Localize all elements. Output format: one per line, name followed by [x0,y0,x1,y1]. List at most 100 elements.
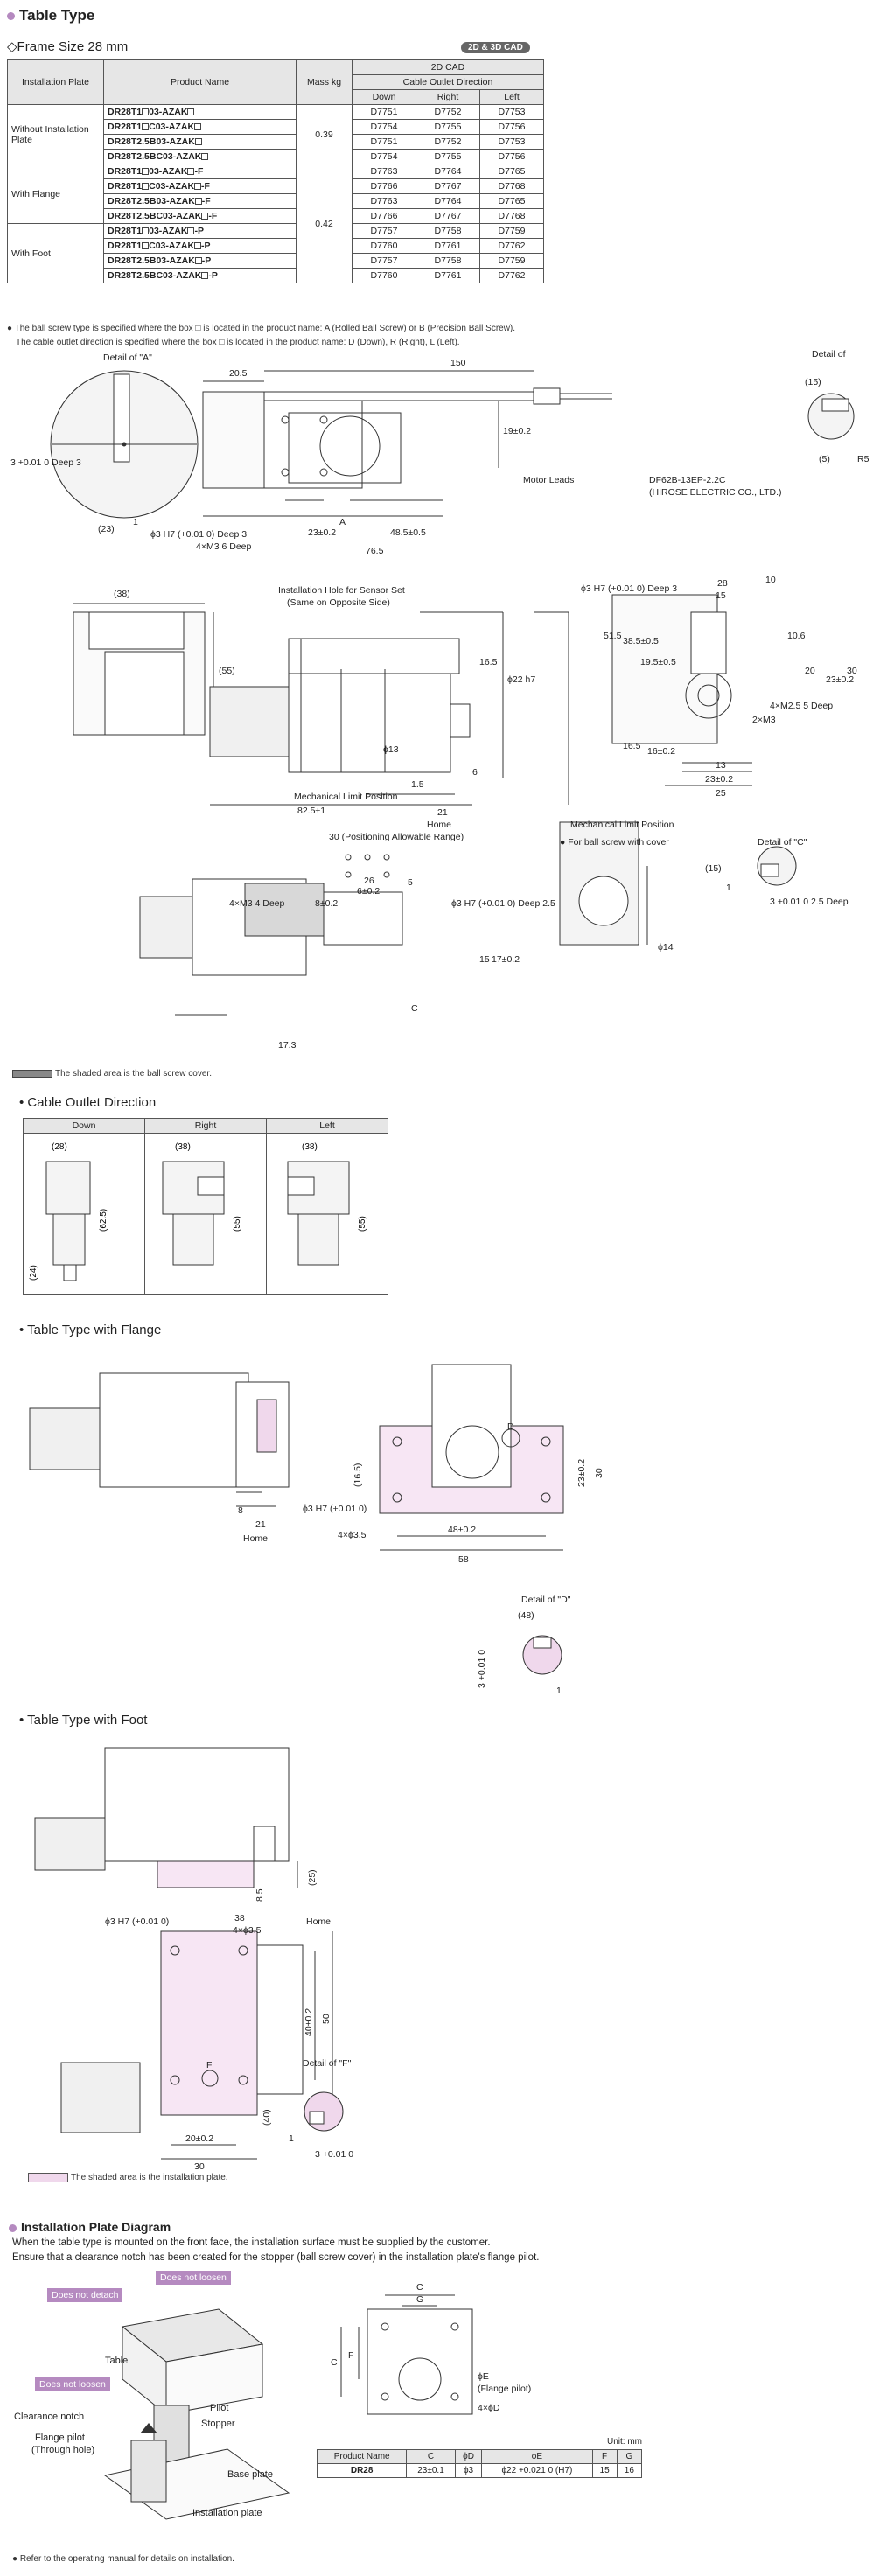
cad-left-link[interactable]: D7759 [479,253,544,269]
installation-plate-cell: With Flange [7,164,104,224]
cad-right-link[interactable]: D7752 [416,104,480,120]
cable-down-drawing: (28) (62.5) (24) [29,1142,108,1281]
cad-left-link[interactable]: D7762 [479,238,544,254]
cad-left-link[interactable]: D7765 [479,164,544,179]
cad-right-link[interactable]: D7761 [416,268,480,283]
cad-left-link[interactable]: D7756 [479,149,544,164]
foot-dim-30: 30 [194,2161,205,2172]
dim-82-5: 82.5±1 [297,806,325,816]
install-line-2: Ensure that a clearance notch has been c… [12,2252,540,2263]
cable-right-drawing: (38) (55) [162,1142,242,1266]
cad-right-link[interactable]: D7755 [416,119,480,135]
dim-15-paren: (15) [805,377,821,387]
svg-text:(38): (38) [302,1142,318,1152]
install-line-1: When the table type is mounted on the fr… [12,2237,491,2248]
cad-right-link[interactable]: D7764 [416,193,480,209]
cad-down-link[interactable]: D7754 [352,119,416,135]
flange-dim-phi3: ϕ3 H7 (+0.01 0) [303,1504,367,1514]
foot-dim-phi3: ϕ3 H7 (+0.01 0) [105,1916,169,1927]
cad-right-link[interactable]: D7755 [416,149,480,164]
cad-down-link[interactable]: D7760 [352,238,416,254]
foot-dim-38: 38 [234,1913,245,1923]
dim-5: 5 [408,877,413,888]
tag-does-not-loosen-2: Does not loosen [35,2377,110,2391]
cad-down-link[interactable]: D7757 [352,253,416,269]
cad-right-link[interactable]: D7764 [416,164,480,179]
mass-cell: 0.39 [296,104,353,164]
cad-right-link[interactable]: D7752 [416,134,480,150]
installation-plate-cell: Without Installation Plate [7,104,104,164]
svg-text:(55): (55) [233,1216,242,1232]
shaded-swatch-pink [28,2173,68,2182]
cad-right-link[interactable]: D7761 [416,238,480,254]
cad-down-link[interactable]: D7751 [352,134,416,150]
cad-down-link[interactable]: D7754 [352,149,416,164]
cable-outlet-right: (38) (55) [144,1133,267,1295]
th-product-name: Product Name [103,59,297,105]
dim-4m2-5: 4×M2.5 5 Deep [770,701,833,711]
diag-4phi-d: 4×ϕD [478,2403,500,2413]
cad-down-link[interactable]: D7763 [352,164,416,179]
placeholder-box-icon [194,257,202,265]
dim-16-vertical: 16±0.2 [647,746,675,757]
cover-motor [139,896,193,959]
label-mech-limit-1: Mechanical Limit Position [294,792,398,802]
cad-left-link[interactable]: D7765 [479,193,544,209]
cad-down-link[interactable]: D7763 [352,193,416,209]
side-motor [209,686,290,757]
cad-left-link[interactable]: D7759 [479,223,544,239]
dim-4m3-6-deep: 4×M3 6 Deep [196,541,251,552]
dim-phi3-right: ϕ3 H7 (+0.01 0) Deep 3 [581,583,677,594]
cad-left-link[interactable]: D7753 [479,104,544,120]
label-home: Home [427,820,451,830]
product-name-cell: DR28T2.5BC03-AZAK [103,149,297,164]
cable-outlet-heading: • Cable Outlet Direction [19,1095,157,1110]
dim-13: 13 [716,760,726,771]
cad-left-link[interactable]: D7753 [479,134,544,150]
cad-right-link[interactable]: D7767 [416,178,480,194]
cad-right-link[interactable]: D7758 [416,253,480,269]
cad-down-link[interactable]: D7760 [352,268,416,283]
dim-2m3: 2×M3 [752,715,776,725]
install-table-header: ϕD [454,2449,483,2464]
cad-down-link[interactable]: D7757 [352,223,416,239]
foot-label-f: F [206,2060,212,2070]
flange-heading: • Table Type with Flange [19,1323,162,1337]
dim-5-paren: (5) [819,454,830,464]
th-mass: Mass kg [296,59,353,105]
dim-phi13: ϕ13 [383,744,399,755]
cad-left-link[interactable]: D7768 [479,178,544,194]
cad-left-link[interactable]: D7762 [479,268,544,283]
label-sensor-hole: Installation Hole for Sensor Set [278,585,405,596]
cad-down-link[interactable]: D7766 [352,208,416,224]
tag-does-not-loosen-1: Does not loosen [156,2271,231,2285]
tag-does-not-detach: Does not detach [47,2288,123,2302]
dim-1-5: 1.5 [411,779,424,790]
cad-left-link[interactable]: D7756 [479,119,544,135]
dim-16-5-b: 16.5 [623,741,641,751]
placeholder-box-icon [187,227,195,235]
connector-shape [533,387,561,405]
label-cover-note: ● For ball screw with cover [560,837,669,848]
th-right: Right [416,89,480,105]
cad-down-link[interactable]: D7751 [352,104,416,120]
top-view-motor [202,391,265,489]
cable-outlet-down: (28) (62.5) (24) [23,1133,145,1295]
cad-left-link[interactable]: D7768 [479,208,544,224]
label-detail-f: Detail of "F" [303,2058,352,2069]
detail-f-dim-40: (40) [262,2109,272,2126]
detail-f-dim-1: 1 [289,2133,294,2144]
cad-badge[interactable]: 2D & 3D CAD [461,42,530,53]
cad-right-link[interactable]: D7767 [416,208,480,224]
dim-10: 10 [765,575,776,585]
label-connector-maker: (HIROSE ELECTRIC CO., LTD.) [649,487,782,498]
cad-right-link[interactable]: D7758 [416,223,480,239]
cad-down-link[interactable]: D7766 [352,178,416,194]
installation-plate-cell: With Foot [7,223,104,283]
dim-19: 19±0.2 [503,426,531,436]
label-connector: DF62B-13EP-2.2C [649,475,726,485]
note-cable-outlet: The cable outlet direction is specified … [16,338,460,347]
